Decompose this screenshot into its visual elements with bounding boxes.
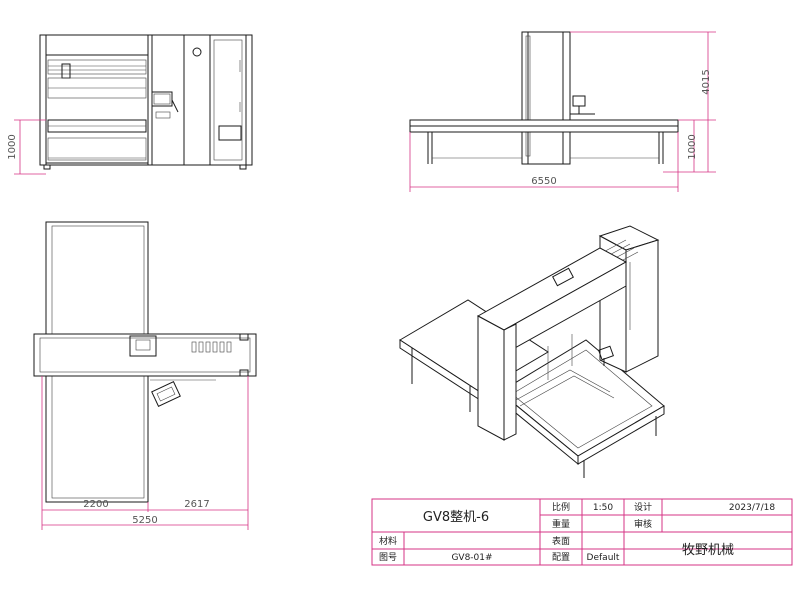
plan-width-dimensions: 2200 2617 5250 bbox=[41, 376, 249, 530]
side-height-text: 1000 bbox=[687, 134, 698, 159]
plan-total-text: 5250 bbox=[132, 515, 157, 526]
front-height-dimension: 1000 bbox=[7, 119, 46, 175]
company-name: 牧野机械 bbox=[682, 543, 734, 558]
drawing-no-value: GV8-01# bbox=[451, 553, 492, 563]
side-view bbox=[409, 31, 679, 165]
side-width-dimension: 6550 bbox=[409, 132, 679, 192]
review-label: 审核 bbox=[634, 518, 652, 530]
side-height-dimensions: 4015 1000 bbox=[570, 31, 716, 173]
design-label: 设计 bbox=[634, 501, 652, 513]
material-label: 材料 bbox=[379, 535, 397, 547]
side-total-height-text: 4015 bbox=[701, 69, 712, 94]
plan-view bbox=[33, 221, 257, 503]
surface-label: 表面 bbox=[552, 535, 570, 547]
config-value: Default bbox=[587, 553, 620, 563]
scale-label: 比例 bbox=[552, 501, 570, 513]
plan-right-text: 2617 bbox=[184, 499, 209, 510]
isometric-view bbox=[399, 225, 665, 478]
scale-value: 1:50 bbox=[593, 503, 613, 513]
plan-left-text: 2200 bbox=[83, 499, 108, 510]
config-label: 配置 bbox=[552, 552, 570, 563]
side-width-text: 6550 bbox=[531, 176, 556, 187]
drawing-no-label: 图号 bbox=[379, 552, 397, 563]
title-block: GV8整机-6 比例 1:50 设计 2023/7/18 重量 审核 材料 表面… bbox=[371, 498, 793, 566]
drawing-title: GV8整机-6 bbox=[423, 510, 489, 525]
weight-label: 重量 bbox=[552, 518, 570, 530]
date-value: 2023/7/18 bbox=[729, 503, 775, 513]
front-view bbox=[39, 34, 253, 170]
plan-button-row bbox=[191, 341, 232, 353]
front-height-text: 1000 bbox=[7, 134, 18, 159]
